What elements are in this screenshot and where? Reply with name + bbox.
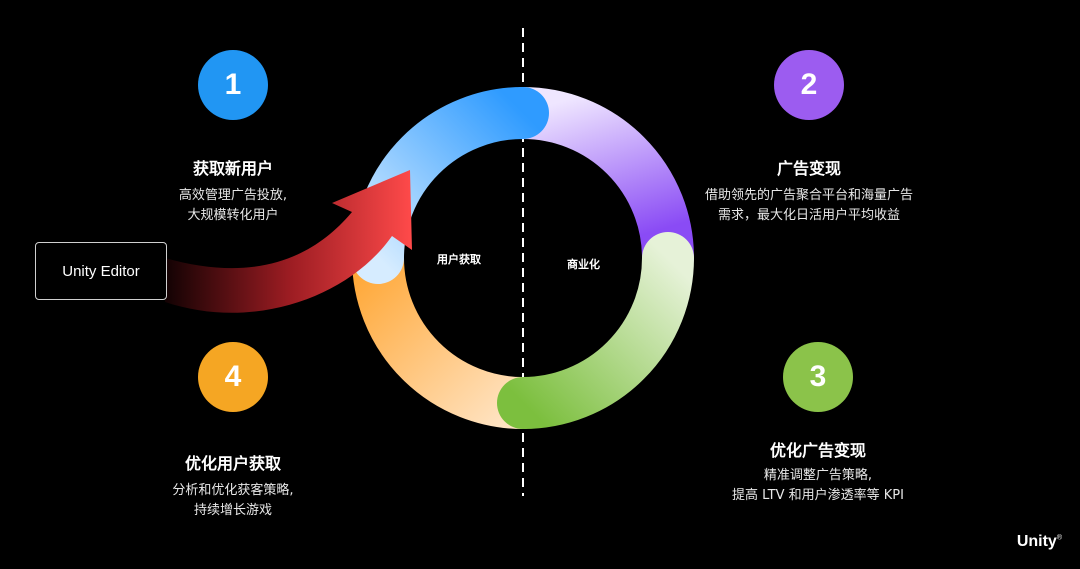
acquisition-arrow <box>165 170 412 313</box>
unity-logo: Unity® <box>1016 533 1062 550</box>
ring-segment-monetization <box>497 87 694 284</box>
ring-segment-optimize-monetization <box>497 232 694 429</box>
step-4-badge: 4 <box>198 342 268 412</box>
ring-segment-optimize-acquisition <box>352 232 549 429</box>
unity-editor-label: Unity Editor <box>62 262 140 280</box>
step-1-badge: 1 <box>198 50 268 120</box>
step-2-badge: 2 <box>774 50 844 120</box>
step-3-desc: 精准调整广告策略, 提高 LTV 和用户渗透率等 KPI <box>732 468 904 503</box>
step-3-badge: 3 <box>783 342 853 412</box>
ring-label-acquisition: 用户获取 <box>437 253 481 266</box>
step-1-desc: 高效管理广告投放, 大规模转化用户 <box>178 188 288 223</box>
ring-label-monetization: 商业化 <box>567 258 600 271</box>
step-4-title: 优化用户获取 <box>184 454 281 473</box>
step-1-title: 获取新用户 <box>192 159 273 178</box>
step-4-desc: 分析和优化获客策略, 持续增长游戏 <box>172 483 294 518</box>
step-3-title: 优化广告变现 <box>769 441 866 460</box>
unity-editor-box: Unity Editor <box>35 242 167 300</box>
step-2-desc: 借助领先的广告聚合平台和海量广告 需求，最大化日活用户平均收益 <box>704 188 913 223</box>
step-2-title: 广告变现 <box>776 159 841 178</box>
